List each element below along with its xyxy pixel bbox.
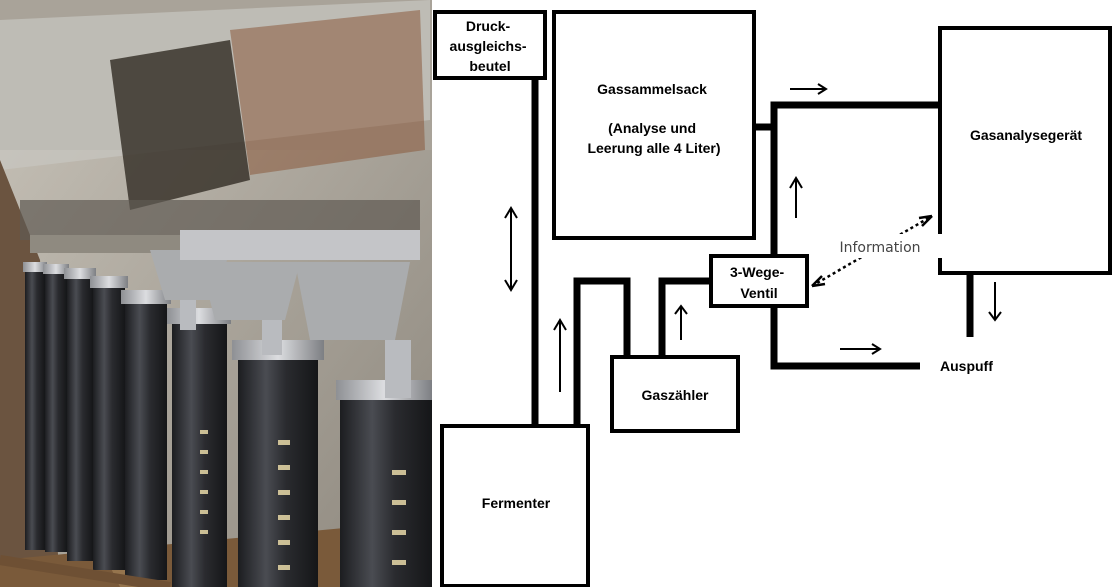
- fermenter-label: Fermenter: [482, 495, 551, 511]
- gassammel-line-1: Gassammelsack: [597, 81, 707, 97]
- druck-line-3: beutel: [469, 58, 510, 74]
- pipe-ventil-auspuff: [770, 306, 920, 370]
- ventil-box: [709, 254, 809, 308]
- arrow-fermenter-up: [553, 318, 567, 392]
- ventil-line-1: 3-Wege-: [730, 264, 785, 280]
- ventil-line-2: Ventil: [740, 285, 777, 301]
- gassammel-line-3: Leerung alle 4 Liter): [587, 140, 720, 156]
- pipe-gaszaehler-ventil: [658, 277, 711, 357]
- arrow-analyse-down: [988, 282, 1002, 322]
- gaszaehler-box: [610, 355, 740, 433]
- fermenter-photo: [0, 0, 432, 587]
- druck-line-2: ausgleichs-: [450, 38, 527, 54]
- gasanalyse-box: [938, 26, 1112, 275]
- gas-flow-diagram: Druck- ausgleichs- beutel Gassammelsack …: [433, 10, 1112, 587]
- arrow-to-auspuff: [840, 343, 882, 355]
- druck-box: [433, 10, 547, 80]
- auspuff-label: Auspuff: [940, 358, 993, 374]
- flow-arrows: [504, 83, 1002, 392]
- ventil-label: 3-Wege- Ventil: [730, 264, 788, 301]
- information-link: [811, 214, 942, 288]
- gaszaehler-label: Gaszähler: [642, 387, 709, 403]
- pipe-fermenter-gaszaehler: [573, 277, 631, 426]
- gasanalyse-label: Gasanalysegerät: [970, 127, 1082, 143]
- information-label: Information: [839, 240, 920, 256]
- arrow-gaszaehler-up: [674, 304, 688, 340]
- gassammel-box: [552, 10, 756, 240]
- pipe-sack-analyse: [754, 101, 940, 131]
- druck-line-1: Druck-: [466, 18, 511, 34]
- druck-label: Druck- ausgleichs- beutel: [450, 18, 531, 74]
- arrow-to-analyse: [790, 83, 828, 95]
- gassammel-line-2: (Analyse und: [608, 120, 696, 136]
- arrow-druck-bidirectional: [504, 206, 518, 292]
- pipes: [531, 78, 974, 426]
- gassammel-label: Gassammelsack (Analyse und Leerung alle …: [587, 81, 720, 156]
- fermenter-box: [440, 424, 590, 587]
- arrow-ventil-up: [789, 176, 803, 218]
- boxes: [433, 10, 1112, 587]
